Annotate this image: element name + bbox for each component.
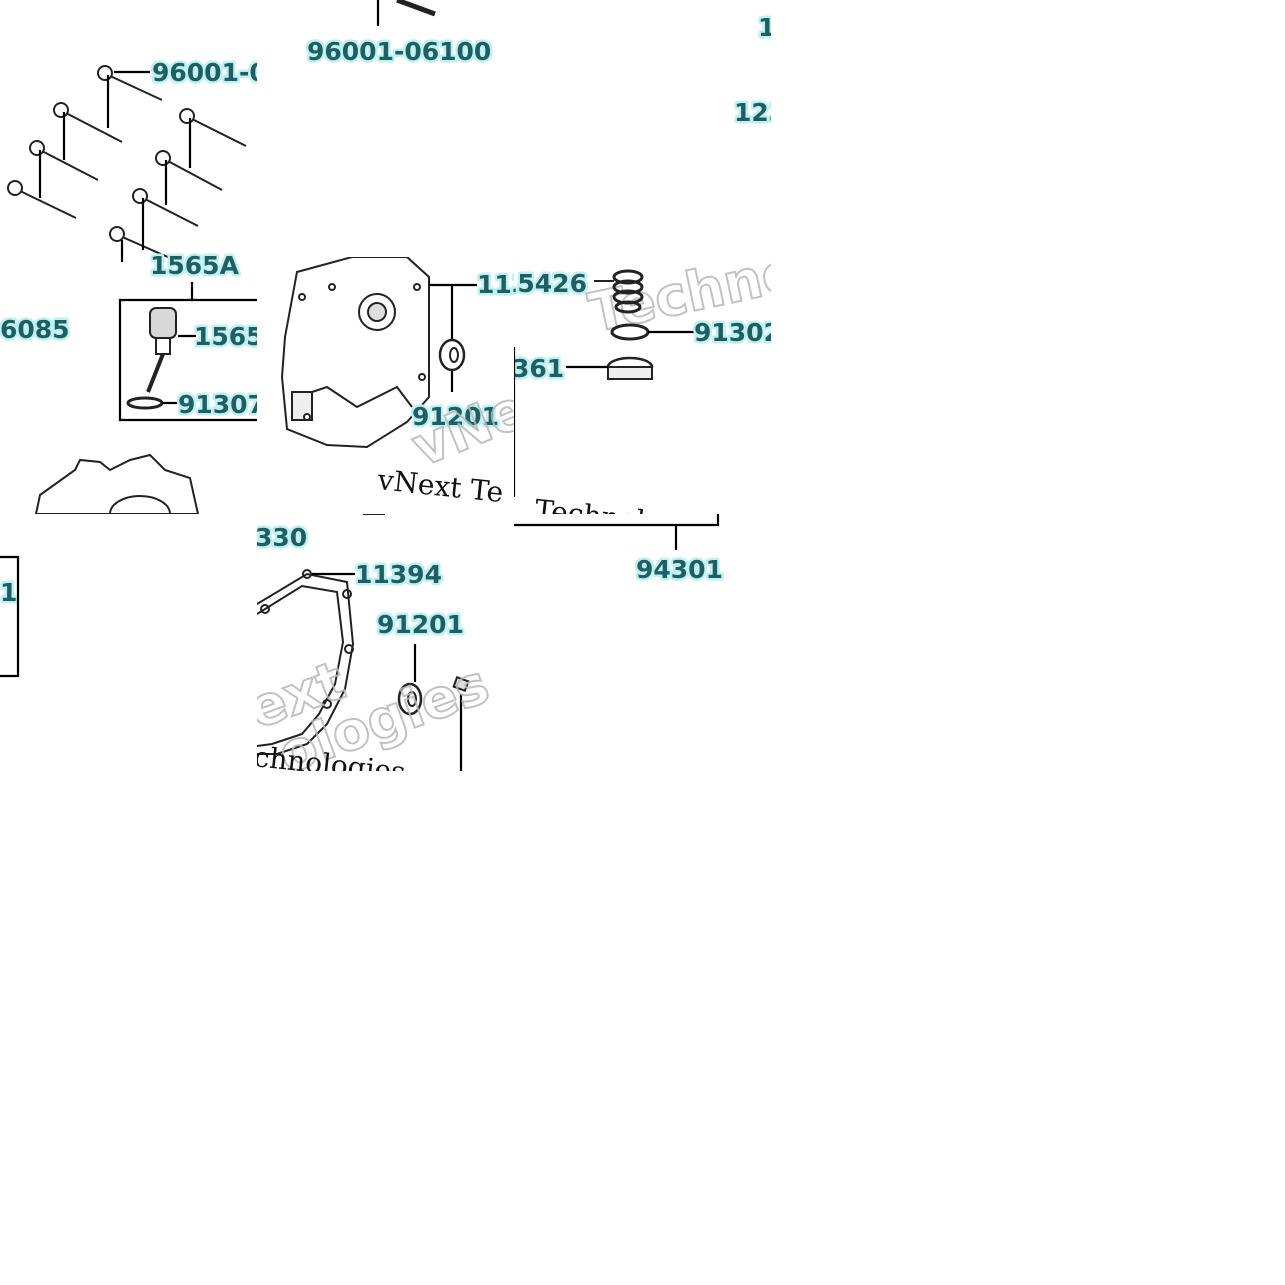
tile-94301: 94301 [514,514,771,600]
gasket-icon [257,569,355,755]
label-r-91302: 91302 [694,318,771,347]
tile-top-right: 1 123 [514,0,771,257]
label-bolt-top: 96001-06100 [307,37,491,66]
label-washer-91201-a: 91201 [412,402,499,431]
label-p-15421: 15421 [257,514,342,516]
spring-icon [594,269,644,314]
engine-cover-icon [280,257,430,449]
oring-icon [126,396,178,410]
washer-icon [397,682,423,716]
tile-top-bolt: 96001-06100 [257,0,514,257]
label-tr-b: 123 [734,98,771,127]
tile-strainer: Techno 15426 91302 361 Technologies [514,257,771,514]
bolt-set-icon [7,65,247,262]
label-dipstick: 1565 [194,322,257,351]
label-oring-91307: 91307 [178,390,257,419]
tile-cover: 1 113 91201 vNe vNext Te [257,257,514,514]
washer-icon [438,338,466,372]
label-washer-91201-b: 91201 [377,610,464,639]
crankcase-fragment-icon [34,453,200,514]
label-left-edge: 6085 [0,315,70,344]
label-p-330: 330 [257,523,307,552]
cover-leader [429,283,477,392]
tile-bolts-dipstick: 96001-0 1565A 6085 1565 91307 [0,0,257,514]
label-gasket-11394: 11394 [355,560,442,589]
label-tr-a: 1 [758,13,771,42]
label-r-15426: 15426 [514,269,587,298]
plug-icon [566,356,654,380]
label-cover-113: 113 [477,270,514,299]
dipstick-icon [146,307,196,393]
tile-left-box: 1 [0,514,257,771]
label-r-361: 361 [514,354,564,383]
left-bracket [0,555,20,678]
watermark-serif-2: Technologies [533,493,721,514]
label-r-94301: 94301 [636,555,723,584]
bolt-icon [376,0,436,26]
oring-91302-icon [610,323,694,341]
dowel-pin-icon [452,675,470,771]
cap-group-bracket [118,282,257,422]
watermark-serif-1: vNext Te [375,463,505,509]
bracket-94301 [514,514,720,527]
label-bolt-left: 96001-0 [152,58,257,87]
label-left-mid: 1 [0,578,17,607]
label-cap-group: 1565A [150,251,240,280]
tile-gasket: 15421 330 11394 91201 ext ologies ch [257,514,514,771]
